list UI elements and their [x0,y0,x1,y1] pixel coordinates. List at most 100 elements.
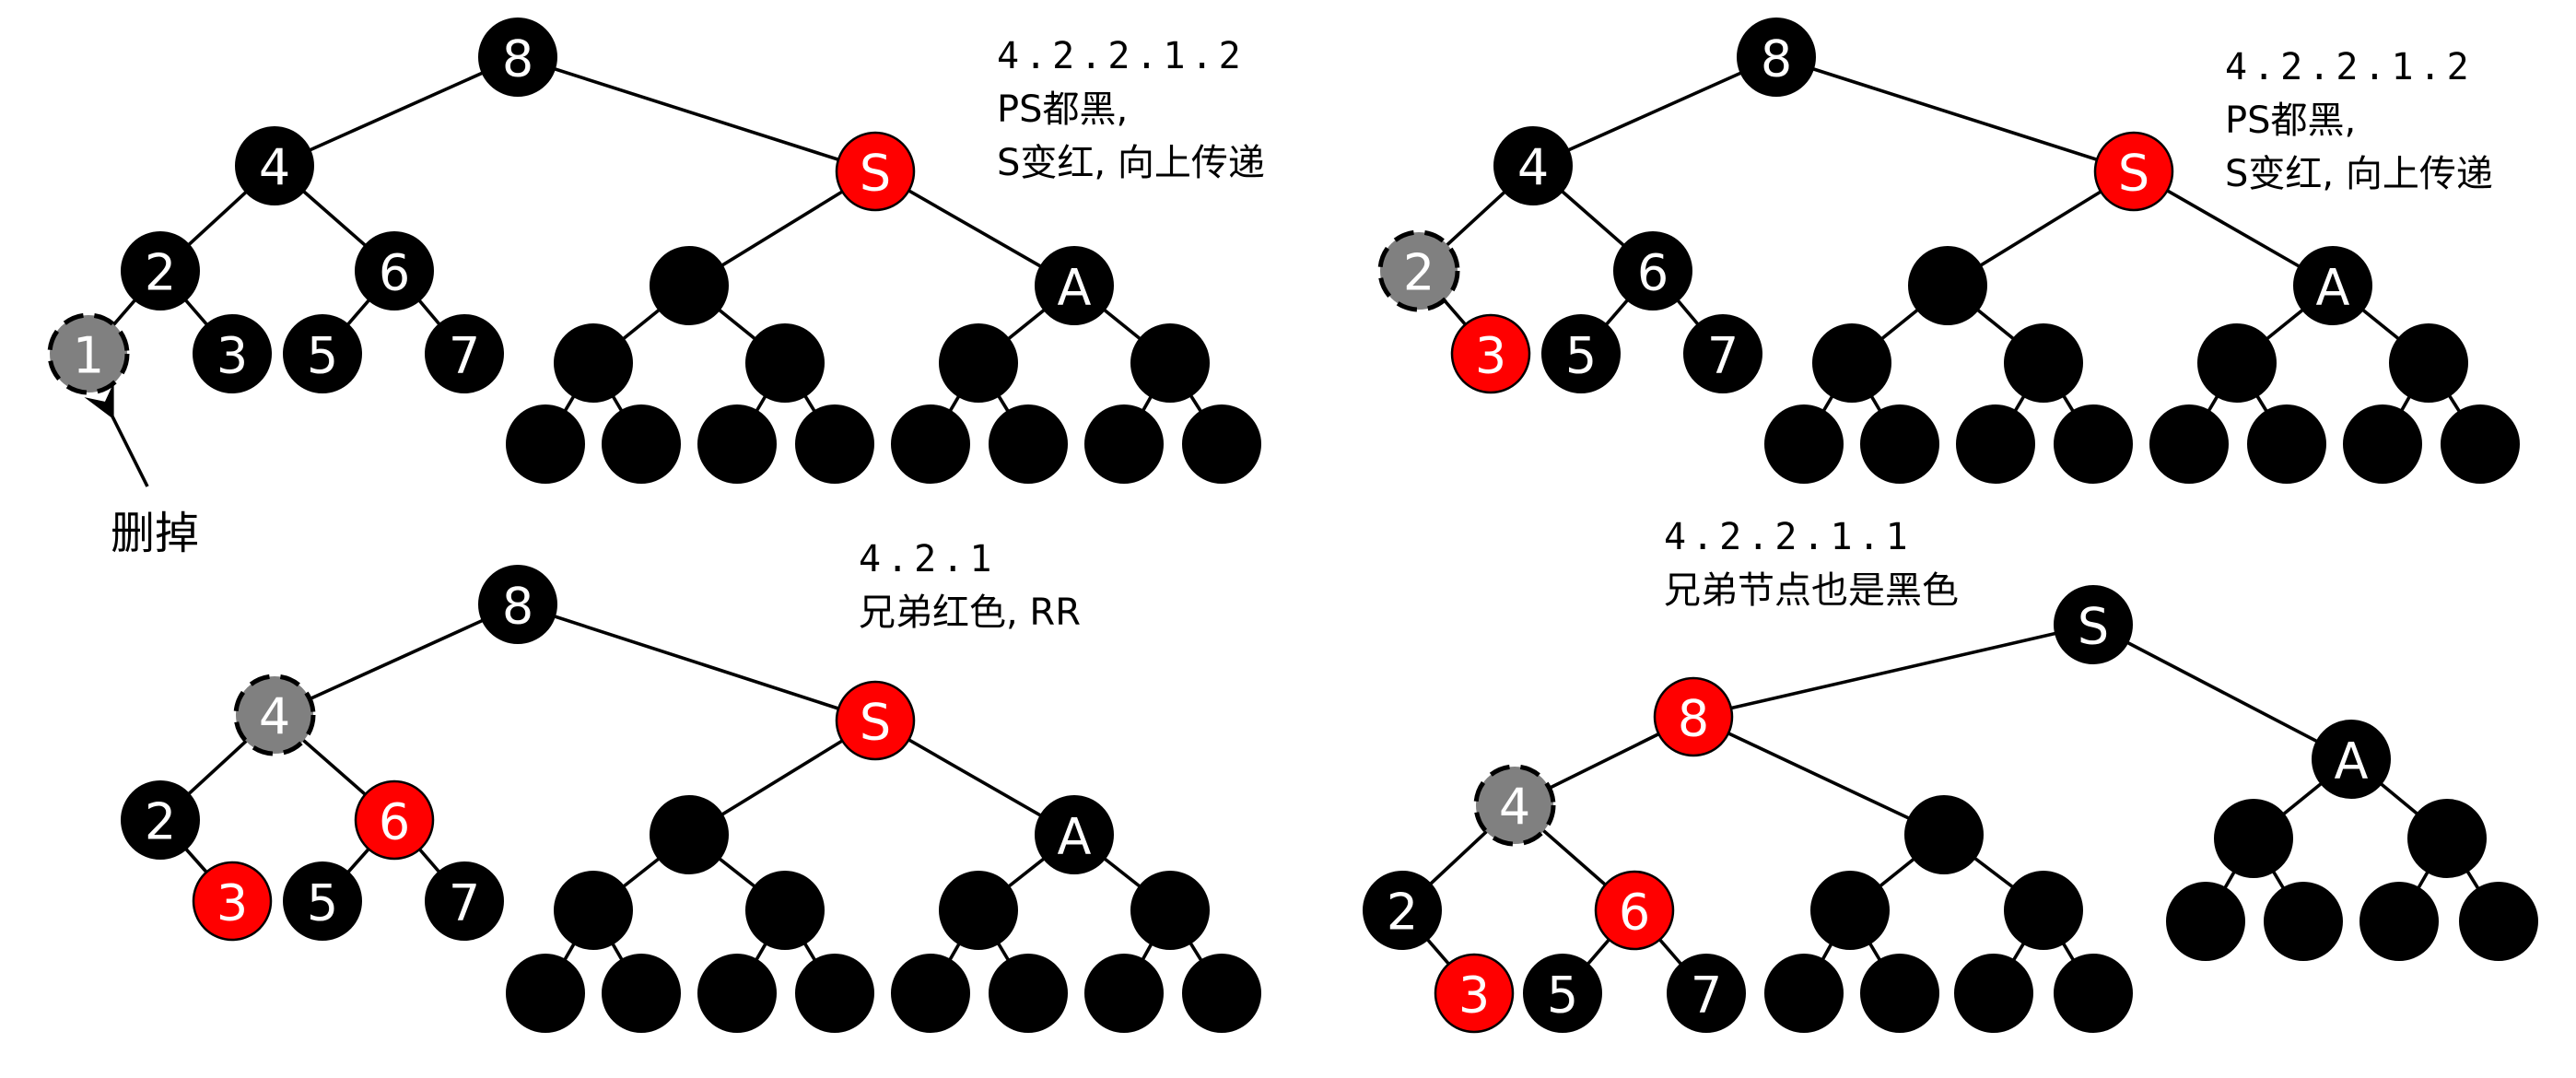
tree-node-tl-g2 [602,404,681,484]
node-circle [2264,882,2343,961]
caption-section-number: 4.2.2.1.1 [1664,516,1914,558]
node-circle [1908,246,1987,325]
node-circle [1182,954,1261,1033]
node-label: 4 [259,139,290,197]
node-label: 6 [379,244,410,302]
node-circle [697,404,777,484]
edge-tr-8-to-tr-4 [1532,55,1777,168]
node-circle [1860,404,1939,484]
tree-node-br-l1 [1810,871,1890,950]
caption-section-number: 4.2.2.1.2 [997,35,1247,77]
caption-top-right: 4.2.2.1.2 PS都黑, S变红, 向上传递 [2225,41,2493,201]
node-label: 2 [145,244,176,302]
node-label: 8 [502,30,533,88]
tree-node-br-h4 [2459,882,2538,961]
node-circle [1541,314,1621,393]
tree-node-tl-A: A [1035,246,1114,325]
delete-arrow [84,381,149,487]
node-circle [1035,246,1114,325]
node-circle [1954,954,2033,1033]
edge-tl-8-to-tl-S [517,55,876,173]
node-circle [2054,404,2133,484]
node-circle [1473,764,1556,847]
tree-node-br-a2 [2407,799,2487,878]
tree-node-bl-g2 [602,954,681,1033]
tree-node-bl-4: 4 [233,674,316,756]
node-circle [2441,404,2520,484]
node-label: 7 [449,327,480,385]
tree-node-tr-l3 [2197,323,2277,403]
tree-node-bl-7: 7 [425,861,504,941]
node-label: 2 [1387,884,1418,942]
node-circle [795,954,874,1033]
node-circle [602,954,681,1033]
tree-node-tr-A: A [2293,246,2372,325]
node-circle [2389,323,2468,403]
node-circle [2343,404,2422,484]
node-circle [1860,954,1939,1033]
node-circle [425,314,504,393]
node-circle [478,565,557,644]
caption-section-number: 4.2.1 [859,538,998,580]
tree-node-tl-S: S [835,131,916,212]
tree-node-tl-8: 8 [478,18,557,97]
node-label: 5 [1565,327,1597,385]
node-circle [2359,882,2439,961]
node-circle [121,231,200,311]
node-circle [602,404,681,484]
tree-node-bl-2: 2 [121,780,200,860]
caption-top-left: 4.2.2.1.2 PS都黑, S变红, 向上传递 [997,29,1265,190]
node-label: 4 [1517,139,1549,197]
tree-node-bl-l2 [745,871,825,950]
caption-line: PS都黑, [2225,100,2357,142]
tree-node-br-2: 2 [1363,871,1442,950]
tree-node-tr-5: 5 [1541,314,1621,393]
tree-node-tl-g7 [1084,404,1164,484]
tree-node-tl-g5 [891,404,970,484]
tree-node-br-4: 4 [1473,764,1556,847]
tree-node-bl-S: S [835,680,916,761]
tree-node-br-g4 [2054,954,2133,1033]
tree-node-tl-7: 7 [425,314,504,393]
node-circle [939,871,1018,950]
node-circle [2166,882,2245,961]
node-circle [835,131,916,212]
node-circle [283,861,362,941]
edge-tl-8-to-tl-4 [274,55,519,168]
node-label: 7 [1707,327,1739,385]
tree-node-tr-S: S [2093,131,2174,212]
tree-node-br-h2 [2264,882,2343,961]
tree-node-bl-g7 [1084,954,1164,1033]
node-circle [1363,871,1442,950]
tree-node-bl-5: 5 [283,861,362,941]
tree-node-br-g3 [1954,954,2033,1033]
node-circle [506,404,585,484]
caption-line: PS都黑, [997,88,1129,131]
node-circle [1523,954,1602,1033]
node-label: S [2118,145,2149,203]
node-label: 8 [502,578,533,636]
node-circle [1667,954,1746,1033]
tree-node-bl-sl [650,795,729,874]
node-circle [1764,954,1844,1033]
tree-node-tl-l2 [745,323,825,403]
node-circle [235,126,314,205]
node-circle [2197,323,2277,403]
node-circle [1594,870,1675,951]
tree-node-tr-g2 [1860,404,1939,484]
caption-section-number: 4.2.2.1.2 [2225,46,2475,88]
node-circle [697,954,777,1033]
caption-bottom-right: 4.2.2.1.1 兄弟节点也是黑色 [1664,510,1959,617]
tree-node-bl-g3 [697,954,777,1033]
node-label: 7 [1691,967,1722,1025]
node-circle [989,954,1068,1033]
node-circle [2149,404,2229,484]
node-circle [2459,882,2538,961]
tree-node-tr-4: 4 [1493,126,1573,205]
node-circle [1737,18,1816,97]
tree-node-tl-6: 6 [355,231,434,311]
edge-bl-8-to-bl-4 [274,603,519,717]
node-circle [2004,323,2083,403]
